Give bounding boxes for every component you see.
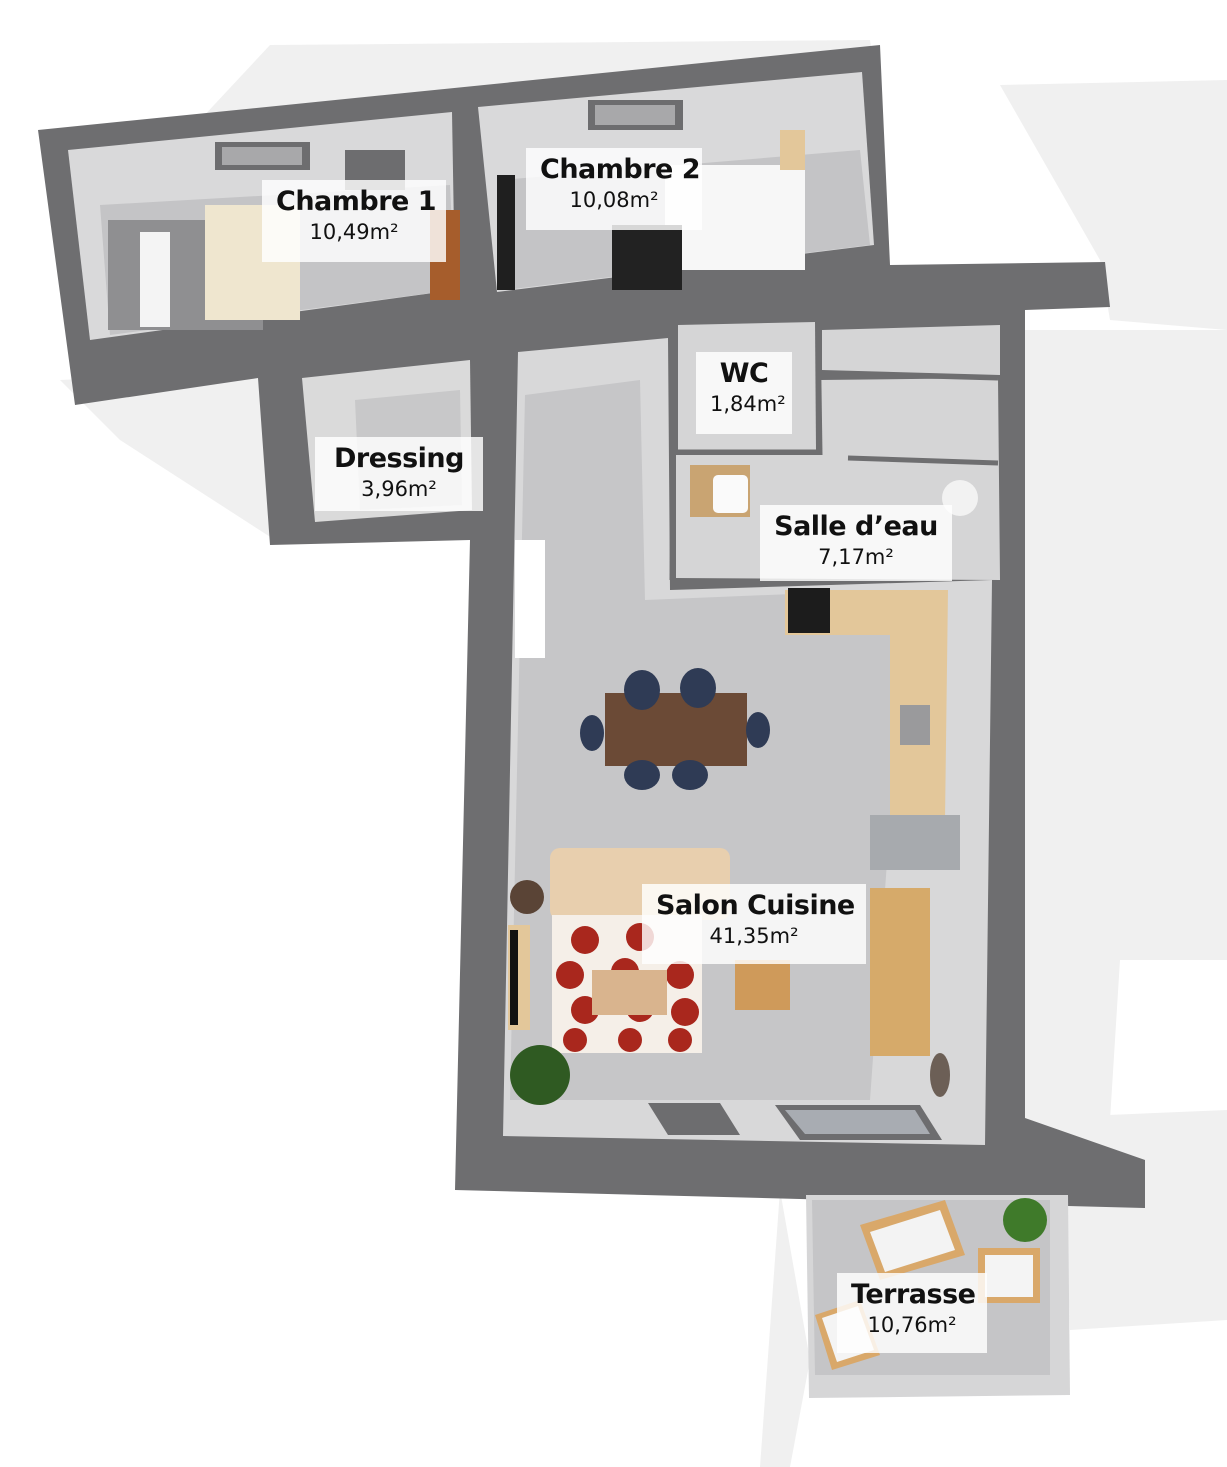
room-label-terrasse: Terrasse 10,76m²	[837, 1273, 987, 1353]
room-name: WC	[719, 358, 769, 389]
room-name: Terrasse	[851, 1279, 976, 1310]
room-area: 41,35m²	[709, 924, 799, 948]
room-area: 7,17m²	[818, 545, 894, 569]
room-area: 10,08m²	[569, 188, 659, 212]
room-area: 10,76m²	[867, 1313, 957, 1337]
room-name: Dressing	[334, 443, 465, 474]
room-area: 1,84m²	[710, 392, 786, 416]
partitions	[669, 319, 999, 581]
room-label-salle-eau: Salle d’eau 7,17m²	[760, 505, 952, 581]
room-name: Salle d’eau	[774, 511, 938, 542]
room-name: Chambre 1	[276, 186, 437, 217]
room-label-chambre2: Chambre 2 10,08m²	[526, 148, 702, 230]
room-name: Salon Cuisine	[656, 890, 855, 921]
room-label-salon-cuisine: Salon Cuisine 41,35m²	[642, 884, 866, 964]
room-label-dressing: Dressing 3,96m²	[315, 437, 483, 511]
furniture	[108, 100, 1047, 1370]
room-label-chambre1: Chambre 1 10,49m²	[262, 180, 446, 262]
room-label-wc: WC 1,84m²	[696, 352, 792, 434]
room-name: Chambre 2	[540, 154, 701, 185]
room-area: 3,96m²	[361, 477, 437, 501]
room-area: 10,49m²	[309, 220, 399, 244]
